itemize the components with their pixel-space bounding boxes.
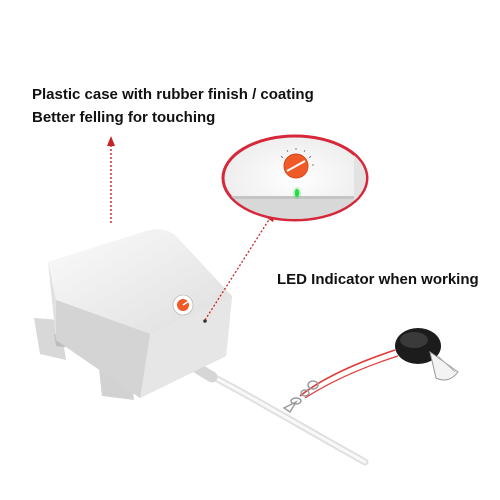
led-pointer-line	[204, 214, 273, 321]
led-caption: LED Indicator when working	[277, 271, 479, 288]
led-zoom-view	[221, 134, 369, 222]
led-green-icon	[294, 189, 300, 197]
body-led-icon	[203, 319, 207, 323]
case-pointer-arrow	[107, 136, 115, 223]
lanyard-cap	[282, 328, 459, 413]
case-caption-line2: Better felling for touching	[32, 109, 216, 126]
voltage-dial-icon	[172, 294, 194, 316]
case-caption-line1: Plastic case with rubber finish / coatin…	[32, 86, 314, 103]
zoom-dial-icon	[280, 148, 314, 179]
